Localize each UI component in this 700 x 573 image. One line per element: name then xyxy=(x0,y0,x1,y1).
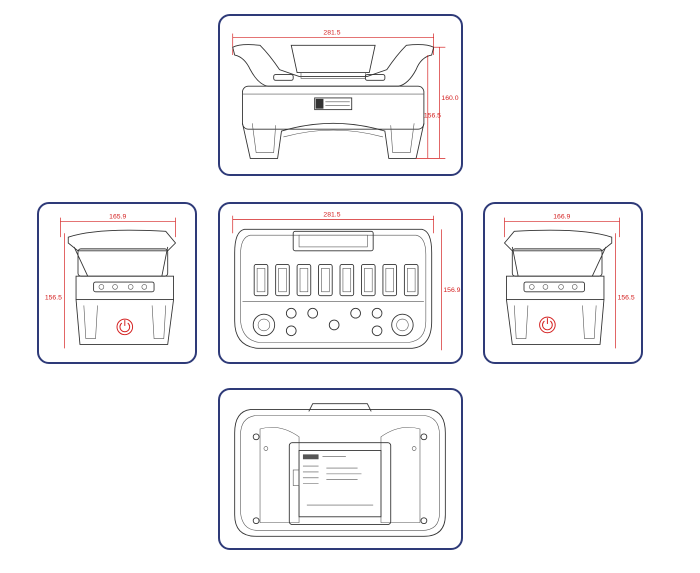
top-view-panel: 281.5 156.9 xyxy=(218,202,463,364)
back-view-panel xyxy=(218,388,463,550)
left-width-label: 165.9 xyxy=(109,214,126,221)
top-height-label: 156.9 xyxy=(443,287,460,294)
front-view-panel: 281.5 160.0 156.5 xyxy=(218,14,463,176)
right-view-drawing: 166.9 156.5 xyxy=(503,214,635,349)
right-width-label: 166.9 xyxy=(553,214,570,221)
front-height-label: 160.0 xyxy=(441,95,458,102)
switch-row xyxy=(253,264,419,297)
right-view-panel: 166.9 156.5 xyxy=(483,202,643,364)
back-view-drawing xyxy=(234,403,446,537)
right-height-label: 156.5 xyxy=(618,295,635,302)
front-view-drawing: 281.5 160.0 156.5 xyxy=(232,30,459,159)
left-height-label: 156.5 xyxy=(45,295,62,302)
top-view-drawing: 281.5 156.9 xyxy=(232,212,461,351)
left-view-drawing: 165.9 156.5 xyxy=(45,214,177,349)
front-width-label: 281.5 xyxy=(323,30,340,37)
left-view-panel: 165.9 156.5 xyxy=(37,202,197,364)
front-inner-height-label: 156.5 xyxy=(424,112,441,119)
top-width-label: 281.5 xyxy=(323,212,340,219)
